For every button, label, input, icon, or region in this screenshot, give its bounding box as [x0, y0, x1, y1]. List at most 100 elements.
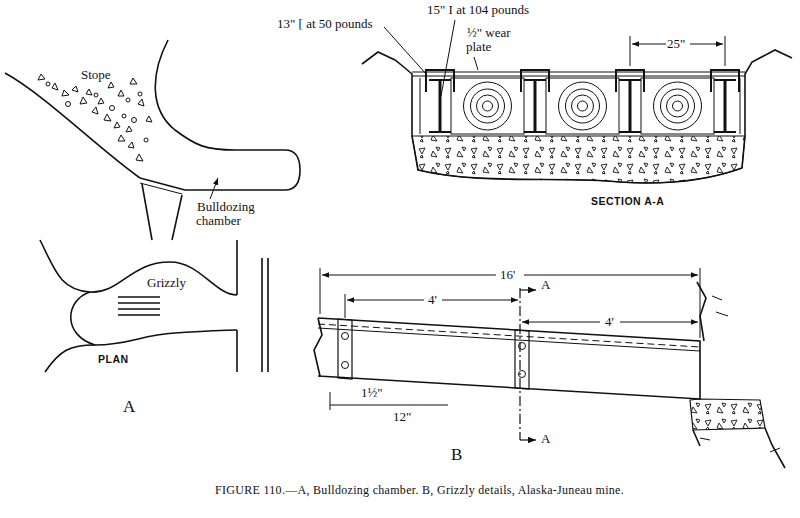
grizzly-bar [338, 319, 352, 379]
label-text: Grizzly [146, 275, 187, 290]
dimension-label: 25" [666, 37, 686, 51]
section-a-a [632, 44, 666, 45]
broken-rock [46, 82, 50, 86]
section-marker [520, 289, 536, 290]
grizzly-bar [700, 296, 780, 452]
section-a-a [483, 101, 493, 111]
caption-text: FIGURE 110.—A, Bulldozing chamber. B, Gr… [215, 483, 624, 497]
section-a-a [384, 20, 725, 96]
section-a-a [630, 36, 725, 66]
dimension-lines [620, 322, 698, 323]
broken-rock [126, 98, 130, 102]
section-a-a [724, 80, 727, 132]
part-label: 13" [ at 50 pounds [276, 17, 374, 31]
grizzly-bar [314, 282, 785, 468]
section-a-a [673, 101, 683, 111]
part-label: Stope [80, 68, 112, 82]
label-text: A [540, 277, 551, 292]
broken-rock [94, 93, 98, 97]
section-title: SECTION A-A [590, 196, 665, 208]
dimension-lines [330, 392, 448, 410]
section-a-a [464, 82, 512, 130]
dimension-lines [345, 294, 346, 318]
section-a-a [420, 78, 740, 134]
grizzly-bar [515, 330, 529, 389]
broken-rock [38, 74, 152, 161]
section-a-a [629, 80, 632, 132]
section-a-a [654, 82, 702, 130]
section-a-a [412, 136, 745, 183]
section-a-a [477, 95, 499, 117]
figure-letter: B [450, 446, 463, 465]
label-text: 13" [ at 50 pounds [276, 16, 374, 31]
broken-rock [132, 118, 137, 123]
broken-rock [38, 74, 152, 161]
section-letter: A [540, 278, 551, 292]
section-a-a [559, 82, 607, 130]
label-text: 12" [392, 409, 412, 424]
section-letter: A [540, 432, 551, 446]
label-text: PLAN [97, 353, 130, 365]
stope-section [140, 183, 182, 194]
figure-caption: FIGURE 110.—A, Bulldozing chamber. B, Gr… [215, 483, 624, 498]
part-label: ½" wear plate [466, 26, 524, 55]
section-a-a [667, 95, 689, 117]
grizzly-bar [342, 333, 349, 340]
section-a-a [429, 80, 451, 132]
section-a-a [690, 44, 723, 45]
grizzly-bar [314, 318, 322, 376]
label-text: 4' [604, 314, 615, 329]
section-a-a [661, 89, 695, 123]
dimension-label: 12" [392, 410, 412, 424]
dimension-label: 4' [427, 293, 438, 307]
dimension-lines [322, 275, 496, 276]
label-text: Stope [80, 67, 112, 82]
label-text: 16' [499, 267, 516, 282]
dimension-lines [442, 300, 518, 301]
label-text: B [450, 445, 463, 464]
section-a-a [426, 70, 739, 132]
section-a-a [384, 27, 427, 75]
section-a-a [521, 70, 549, 92]
broken-rock [66, 102, 71, 107]
section-a-a [426, 70, 454, 92]
dimension-label: 4' [604, 315, 615, 329]
stope-section [5, 73, 140, 178]
part-label: Grizzly [146, 276, 187, 290]
figure-letter: A [122, 398, 136, 417]
dimension-lines [320, 268, 700, 338]
dimension-lines [522, 322, 600, 323]
section-a-a [420, 78, 740, 134]
plan-view [262, 258, 268, 372]
label-text: A [540, 431, 551, 446]
section-a-a [578, 101, 588, 111]
broken-rock [138, 92, 142, 96]
section-a-a [641, 78, 714, 134]
section-a-a [471, 89, 505, 123]
section-a-a [451, 78, 524, 134]
section-marker [520, 439, 536, 440]
stope-section [140, 178, 185, 190]
stope-section [172, 195, 182, 240]
broken-rock [110, 106, 115, 111]
plan-view [236, 240, 238, 372]
section-a-a [362, 20, 792, 183]
broken-rock [144, 138, 148, 142]
section-a-a [566, 89, 600, 123]
section-a-a [412, 72, 745, 76]
label-text: Bulldozing chamber [196, 199, 255, 228]
section-marker [520, 288, 536, 440]
label-text: 15" I at 104 pounds [426, 2, 530, 17]
label-text: A [122, 397, 136, 416]
label-text: ½" wear plate [466, 25, 511, 54]
part-label: 15" I at 104 pounds [426, 3, 530, 17]
stope-section [155, 40, 300, 190]
dimension-lines [320, 268, 700, 410]
part-label: Bulldozing chamber [196, 200, 274, 229]
view-title: PLAN [97, 354, 130, 366]
stope-section [210, 178, 218, 199]
grizzly-bar [693, 428, 785, 468]
plan-view [40, 240, 237, 295]
